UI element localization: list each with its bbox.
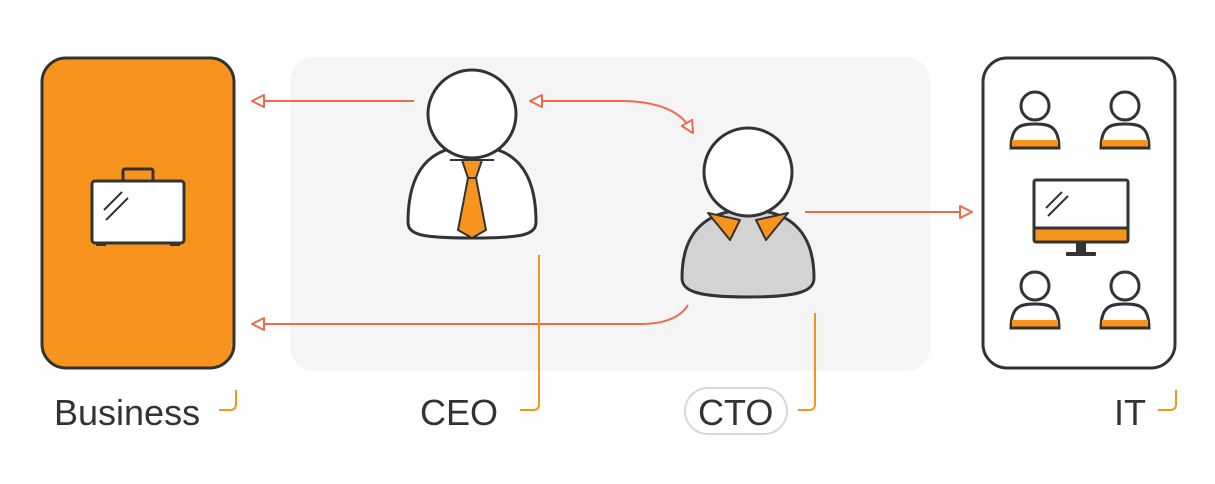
ceo-label: CEO [420, 392, 499, 433]
ceo-figure [406, 68, 538, 240]
user-icon [1009, 90, 1061, 150]
user-icon [1099, 90, 1151, 150]
monitor-icon [1032, 178, 1130, 256]
cto-head [702, 126, 794, 218]
user-icon [1099, 270, 1151, 330]
arrow-cto-to-business [251, 304, 689, 331]
business-label: Business [54, 392, 201, 433]
ceo-connector [520, 255, 540, 411]
cto-label-pill [684, 387, 788, 435]
it-block [981, 56, 1177, 370]
it-connector [1158, 390, 1177, 411]
collar-left [707, 212, 741, 241]
cto-connector [798, 313, 816, 411]
cto-figure [680, 126, 816, 299]
arrow-ceo-cto-bidirectional [529, 94, 695, 135]
user-icon [1009, 270, 1061, 330]
business-connector [219, 390, 237, 411]
it-label: IT [1114, 392, 1146, 433]
business-block [40, 56, 236, 370]
cto-label: CTO [698, 392, 774, 433]
collar-right [755, 212, 789, 241]
briefcase-icon [90, 167, 186, 246]
tie [456, 177, 488, 240]
ceo-head [426, 68, 518, 160]
